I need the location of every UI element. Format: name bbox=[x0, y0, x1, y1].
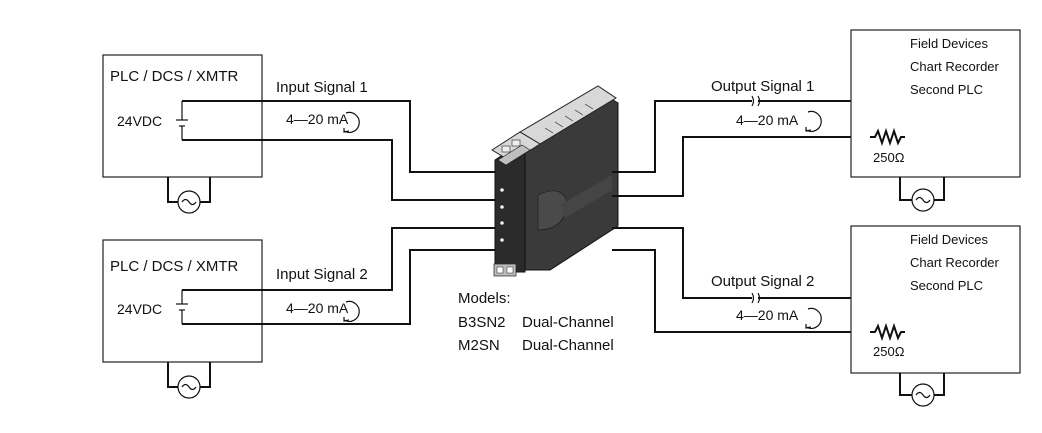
field-device-box-1 bbox=[850, 29, 1021, 178]
resistor-label-2: 250Ω bbox=[873, 344, 905, 359]
battery-icon bbox=[176, 101, 188, 140]
current-arrow-icon bbox=[343, 111, 360, 134]
input-current-1: 4—20 mA bbox=[286, 111, 349, 127]
ac-source-icon bbox=[899, 177, 945, 212]
left-device-2: PLC / DCS / XMTR 24VDC bbox=[102, 239, 263, 399]
supply-label-2: 24VDC bbox=[117, 301, 162, 317]
output-signal-1-label: Output Signal 1 bbox=[711, 78, 814, 95]
resistor-icon bbox=[870, 127, 905, 147]
input-wires bbox=[182, 100, 495, 325]
field-device-box-2 bbox=[850, 225, 1021, 374]
ac-source-icon bbox=[899, 373, 945, 407]
model-name-1: B3SN2 bbox=[458, 314, 506, 331]
ac-source-icon bbox=[167, 362, 211, 399]
current-arrow-icon bbox=[805, 307, 822, 330]
plc-title-2: PLC / DCS / XMTR bbox=[110, 258, 239, 275]
input-signal-1-label: Input Signal 1 bbox=[276, 79, 368, 96]
models-info: Models: B3SN2 Dual-Channel M2SN Dual-Cha… bbox=[458, 290, 614, 354]
input-signal-2-label: Input Signal 2 bbox=[276, 266, 368, 283]
field-device-line-1: Field Devices bbox=[910, 36, 989, 51]
models-heading: Models: bbox=[458, 290, 511, 307]
model-name-2: M2SN bbox=[458, 337, 500, 354]
output-current-2: 4—20 mA bbox=[736, 307, 799, 323]
model-desc-1: Dual-Channel bbox=[522, 314, 614, 331]
left-device-1: PLC / DCS / XMTR 24VDC bbox=[102, 54, 263, 214]
supply-label-1: 24VDC bbox=[117, 113, 162, 129]
plc-title-1: PLC / DCS / XMTR bbox=[110, 68, 239, 85]
input-current-2: 4—20 mA bbox=[286, 300, 349, 316]
field-device-line-2: Chart Recorder bbox=[910, 59, 1000, 74]
signal-conditioner-module bbox=[491, 85, 619, 277]
resistor-label-1: 250Ω bbox=[873, 150, 905, 165]
current-arrow-icon bbox=[805, 110, 822, 133]
ac-source-icon bbox=[167, 177, 211, 214]
right-device-1: Field Devices Chart Recorder Second PLC … bbox=[850, 29, 1021, 212]
battery-icon bbox=[176, 290, 188, 324]
output-current-1: 4—20 mA bbox=[736, 112, 799, 128]
wire-break-icon bbox=[751, 95, 761, 304]
field-device-line-2: Chart Recorder bbox=[910, 255, 1000, 270]
current-arrow-icon bbox=[343, 300, 360, 323]
model-desc-2: Dual-Channel bbox=[522, 337, 614, 354]
field-device-line-3: Second PLC bbox=[910, 278, 983, 293]
right-device-2: Field Devices Chart Recorder Second PLC … bbox=[850, 225, 1021, 407]
field-device-line-3: Second PLC bbox=[910, 82, 983, 97]
resistor-icon bbox=[870, 322, 905, 342]
field-device-line-1: Field Devices bbox=[910, 232, 989, 247]
output-signal-2-label: Output Signal 2 bbox=[711, 273, 814, 290]
